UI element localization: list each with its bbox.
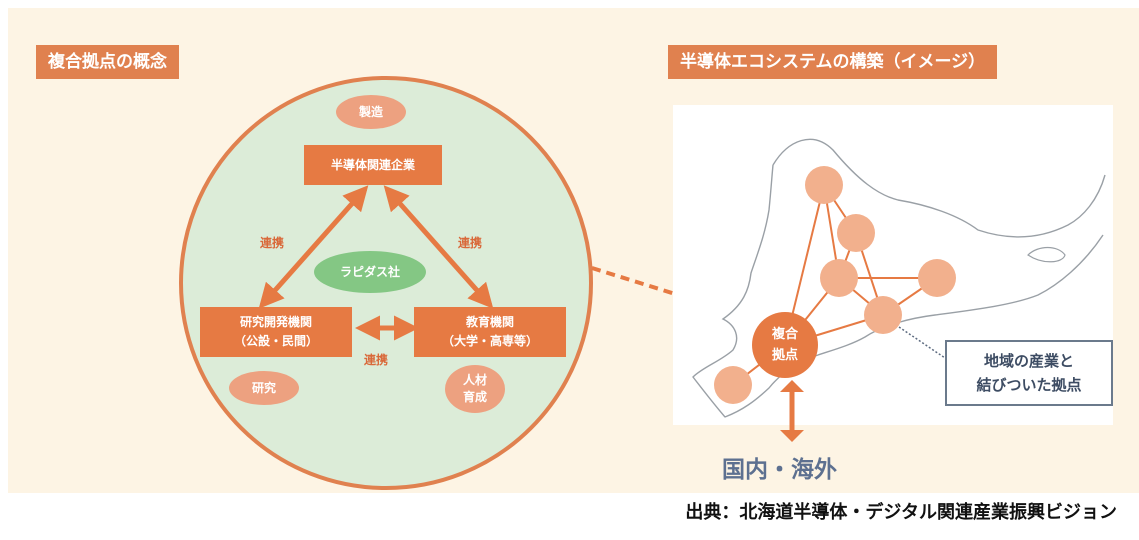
node-rapidus: ラピダス社 [314, 251, 426, 293]
edge-label-right: 連携 [458, 236, 483, 250]
satellite-human-resources: 人材 育成 [445, 365, 505, 413]
node-research-line1: 研究開発機関 [239, 315, 312, 329]
node-semiconductor-companies: 半導体関連企業 [304, 145, 442, 185]
node-semiconductor-companies-label: 半導体関連企業 [330, 157, 415, 172]
arrow-left [258, 185, 369, 309]
arrow-right [383, 185, 494, 309]
satellite-manufacturing-label: 製造 [358, 104, 383, 119]
node-education-line1: 教育機関 [465, 315, 514, 329]
ecosystem-title: 半導体エコシステムの構築（イメージ） [668, 45, 998, 79]
concept-title: 複合拠点の概念 [36, 45, 179, 79]
island [1027, 246, 1066, 263]
hub-line1: 複合 [771, 327, 798, 342]
network-nodes [714, 166, 956, 404]
node-research-institutes: 研究開発機関 （公設・民間） [200, 307, 352, 357]
satellite-hr-line1: 人材 [462, 373, 487, 387]
node-educational-institutions: 教育機関 （大学・高専等） [414, 307, 566, 357]
regional-callout: 地域の産業と 結びついた拠点 [945, 340, 1113, 406]
domestic-overseas-label: 国内・海外 [722, 457, 837, 483]
source-citation: 出典：北海道半導体・デジタル関連産業振興ビジョン [685, 502, 1117, 523]
vertical-double-arrow [780, 380, 804, 442]
edge-label-bottom: 連携 [364, 353, 389, 367]
hub-node: 複合 拠点 [752, 312, 818, 378]
callout-pointer [898, 326, 949, 361]
node-research-line2: （公設・民間） [233, 334, 318, 348]
satellite-hr-line2: 育成 [462, 390, 487, 404]
satellite-research-label: 研究 [251, 380, 276, 395]
callout-line2: 結びついた拠点 [976, 376, 1082, 394]
satellite-research: 研究 [229, 371, 299, 405]
node-rapidus-label: ラピダス社 [339, 264, 400, 279]
satellite-manufacturing: 製造 [336, 95, 406, 129]
callout-line1: 地域の産業と [983, 352, 1074, 370]
hub-line2: 拠点 [771, 348, 798, 363]
node-education-line2: （大学・高専等） [441, 334, 538, 348]
edge-label-left: 連携 [260, 236, 285, 250]
